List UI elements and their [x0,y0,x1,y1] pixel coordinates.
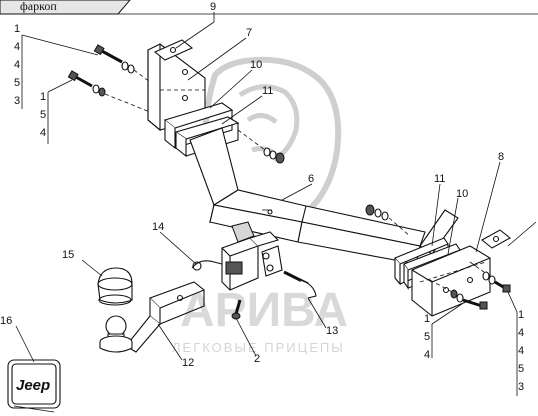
bolt-right [469,261,511,293]
stack-left-mid-1: 5 [40,109,46,121]
callout-leaders [15,12,537,396]
right-bracket-part-8 [411,245,491,317]
callout-11-right: 11 [434,173,445,185]
stack-top-left-2: 4 [14,59,20,71]
ball-mount-part-12 [125,281,206,353]
bolt-bottom-mid [429,279,488,310]
watermark-tagline: ЛЕГКОВЫЕ ПРИЦЕПЫ [172,340,345,355]
stack-bottom-mid-2: 4 [424,349,430,361]
callout-11-left: 11 [262,85,273,97]
callout-10-right: 10 [456,188,468,200]
header-title: фаркоп [20,0,57,13]
badge-label: Jeep [16,377,50,394]
watermark: АРИВА ЛЕГКОВЫЕ ПРИЦЕПЫ [172,56,348,355]
pin-part-13 [283,270,317,299]
callout-8: 8 [498,151,504,163]
callout-14: 14 [152,221,164,233]
callout-9: 9 [210,1,216,13]
stack-left-mid: 1 5 4 [40,91,46,139]
callout-7: 7 [246,27,252,39]
callout-16: 16 [0,315,12,327]
stack-top-left: 1 4 4 5 3 [14,23,20,107]
stack-left-mid-0: 1 [40,91,46,103]
stack-top-left-4: 3 [14,95,20,107]
stack-top-left-1: 4 [14,41,20,53]
ball-cover-part-15 [97,267,133,306]
stack-top-left-3: 5 [14,77,20,89]
stack-right-1: 4 [518,327,524,339]
stack-top-left-0: 1 [14,23,20,35]
stack-right-0: 1 [518,309,524,321]
callout-13: 13 [326,325,338,337]
plate-part-9-right [481,229,511,249]
plate-part-9 [153,39,194,61]
left-bracket-part-7 [147,43,206,132]
stack-right-3: 5 [518,363,524,375]
clip-part-14 [191,260,223,271]
jeep-badge-part-16: Jeep [7,359,61,413]
tow-ball [99,315,133,353]
stack-right-2: 4 [518,345,524,357]
stack-left-mid-2: 4 [40,127,46,139]
header-tab: фаркоп [0,0,538,15]
stack-right-4: 3 [518,381,524,393]
callout-numbers: 9 7 10 11 6 8 11 10 14 15 13 12 2 16 [0,1,504,369]
bolt-part-2 [231,299,242,320]
callout-2: 2 [254,353,260,365]
callout-12: 12 [182,357,194,369]
crossbar-part-6 [189,127,459,291]
stack-bottom-mid: 1 5 4 [424,313,430,361]
callout-15: 15 [62,249,74,261]
stack-bottom-mid-1: 5 [424,331,430,343]
stack-bottom-mid-0: 1 [424,313,430,325]
watermark-brand: АРИВА [180,284,348,337]
bolt-left-mid [67,70,151,113]
callout-6: 6 [308,173,314,185]
bolt-top-left [93,44,151,83]
callout-10-left: 10 [250,59,262,71]
stack-right: 1 4 4 5 3 [518,309,524,393]
nuts-left-bracket [237,129,285,164]
nuts-right-beam [365,204,411,237]
